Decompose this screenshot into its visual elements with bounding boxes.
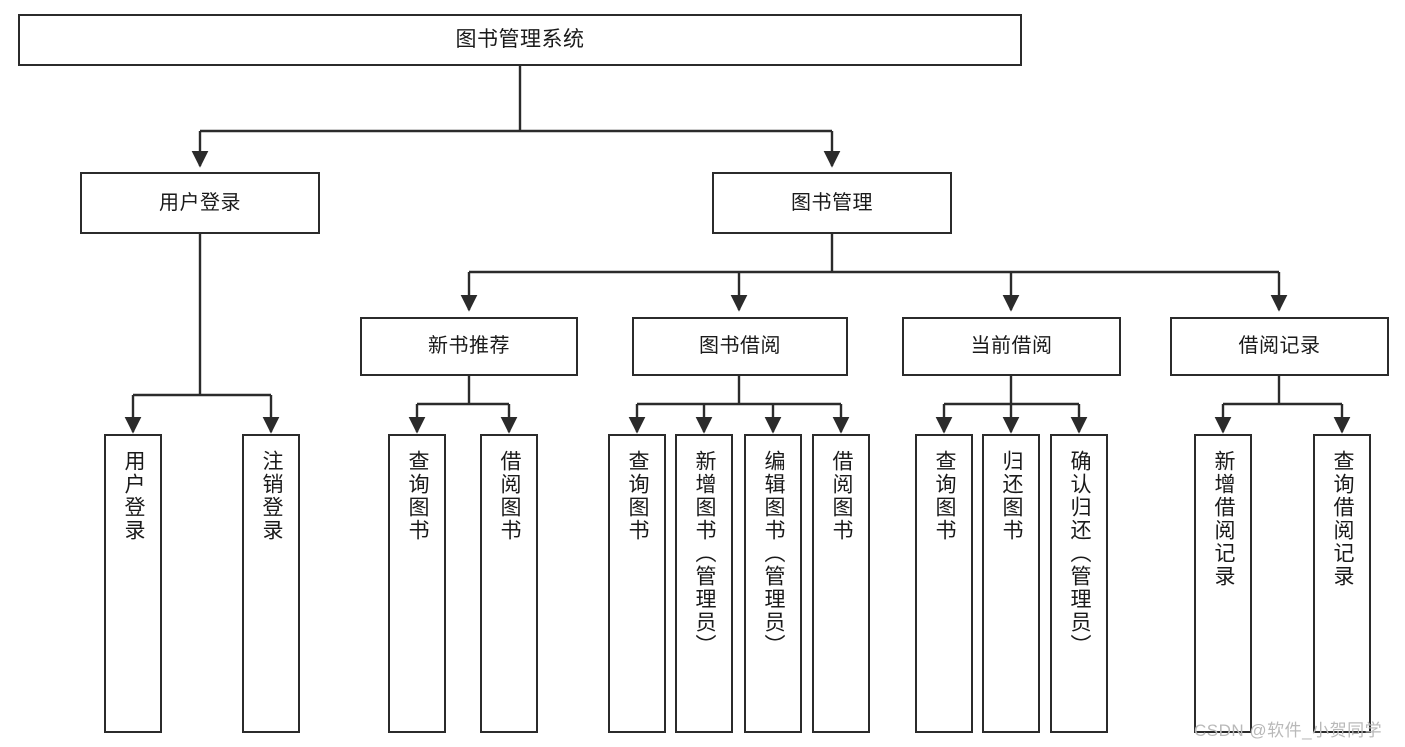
node-leaf-query-book-2[interactable]: 查询图书 [608, 434, 666, 733]
node-leaf-return-book-label: 归还图书 [1000, 450, 1024, 542]
node-leaf-borrow-book-1-label: 借阅图书 [498, 450, 522, 542]
node-leaf-add-record-label: 新增借阅记录 [1212, 450, 1236, 588]
node-current-borrow[interactable]: 当前借阅 [902, 317, 1121, 376]
node-current-borrow-label: 当前借阅 [970, 335, 1053, 358]
watermark-text: CSDN @软件_小贺同学 [1194, 721, 1383, 740]
node-leaf-query-record[interactable]: 查询借阅记录 [1313, 434, 1371, 733]
node-leaf-add-book[interactable]: 新增图书（管理员） [675, 434, 733, 733]
node-book-borrow-label: 图书借阅 [699, 335, 781, 358]
node-leaf-query-book-3-label: 查询图书 [933, 450, 957, 542]
node-leaf-confirm-return[interactable]: 确认归还（管理员） [1050, 434, 1108, 733]
node-user-login[interactable]: 用户登录 [80, 172, 320, 234]
node-leaf-user-login-label: 用户登录 [122, 450, 146, 542]
node-leaf-return-book[interactable]: 归还图书 [982, 434, 1040, 733]
node-leaf-query-record-label: 查询借阅记录 [1331, 450, 1355, 588]
node-leaf-add-book-label: 新增图书（管理员） [693, 450, 717, 657]
node-leaf-edit-book[interactable]: 编辑图书（管理员） [744, 434, 802, 733]
node-root[interactable]: 图书管理系统 [18, 14, 1022, 66]
node-leaf-confirm-return-label: 确认归还（管理员） [1068, 450, 1092, 657]
node-leaf-user-logout-label: 注销登录 [260, 450, 284, 542]
node-leaf-edit-book-label: 编辑图书（管理员） [762, 450, 786, 657]
node-leaf-user-logout[interactable]: 注销登录 [242, 434, 300, 733]
node-leaf-borrow-book-2-label: 借阅图书 [830, 450, 854, 542]
node-leaf-query-book-2-label: 查询图书 [626, 450, 650, 542]
node-book-manage[interactable]: 图书管理 [712, 172, 952, 234]
node-leaf-borrow-book-2[interactable]: 借阅图书 [812, 434, 870, 733]
node-new-book-rec-label: 新书推荐 [428, 335, 510, 358]
node-leaf-borrow-book-1[interactable]: 借阅图书 [480, 434, 538, 733]
node-leaf-query-book-1[interactable]: 查询图书 [388, 434, 446, 733]
node-book-manage-label: 图书管理 [791, 191, 873, 214]
node-leaf-user-login[interactable]: 用户登录 [104, 434, 162, 733]
node-new-book-rec[interactable]: 新书推荐 [360, 317, 578, 376]
node-root-label: 图书管理系统 [455, 28, 585, 52]
node-user-login-label: 用户登录 [159, 191, 241, 214]
node-leaf-add-record[interactable]: 新增借阅记录 [1194, 434, 1252, 733]
node-leaf-query-book-3[interactable]: 查询图书 [915, 434, 973, 733]
node-borrow-record-label: 借阅记录 [1238, 335, 1321, 358]
node-book-borrow[interactable]: 图书借阅 [632, 317, 848, 376]
node-borrow-record[interactable]: 借阅记录 [1170, 317, 1389, 376]
node-leaf-query-book-1-label: 查询图书 [406, 450, 430, 542]
